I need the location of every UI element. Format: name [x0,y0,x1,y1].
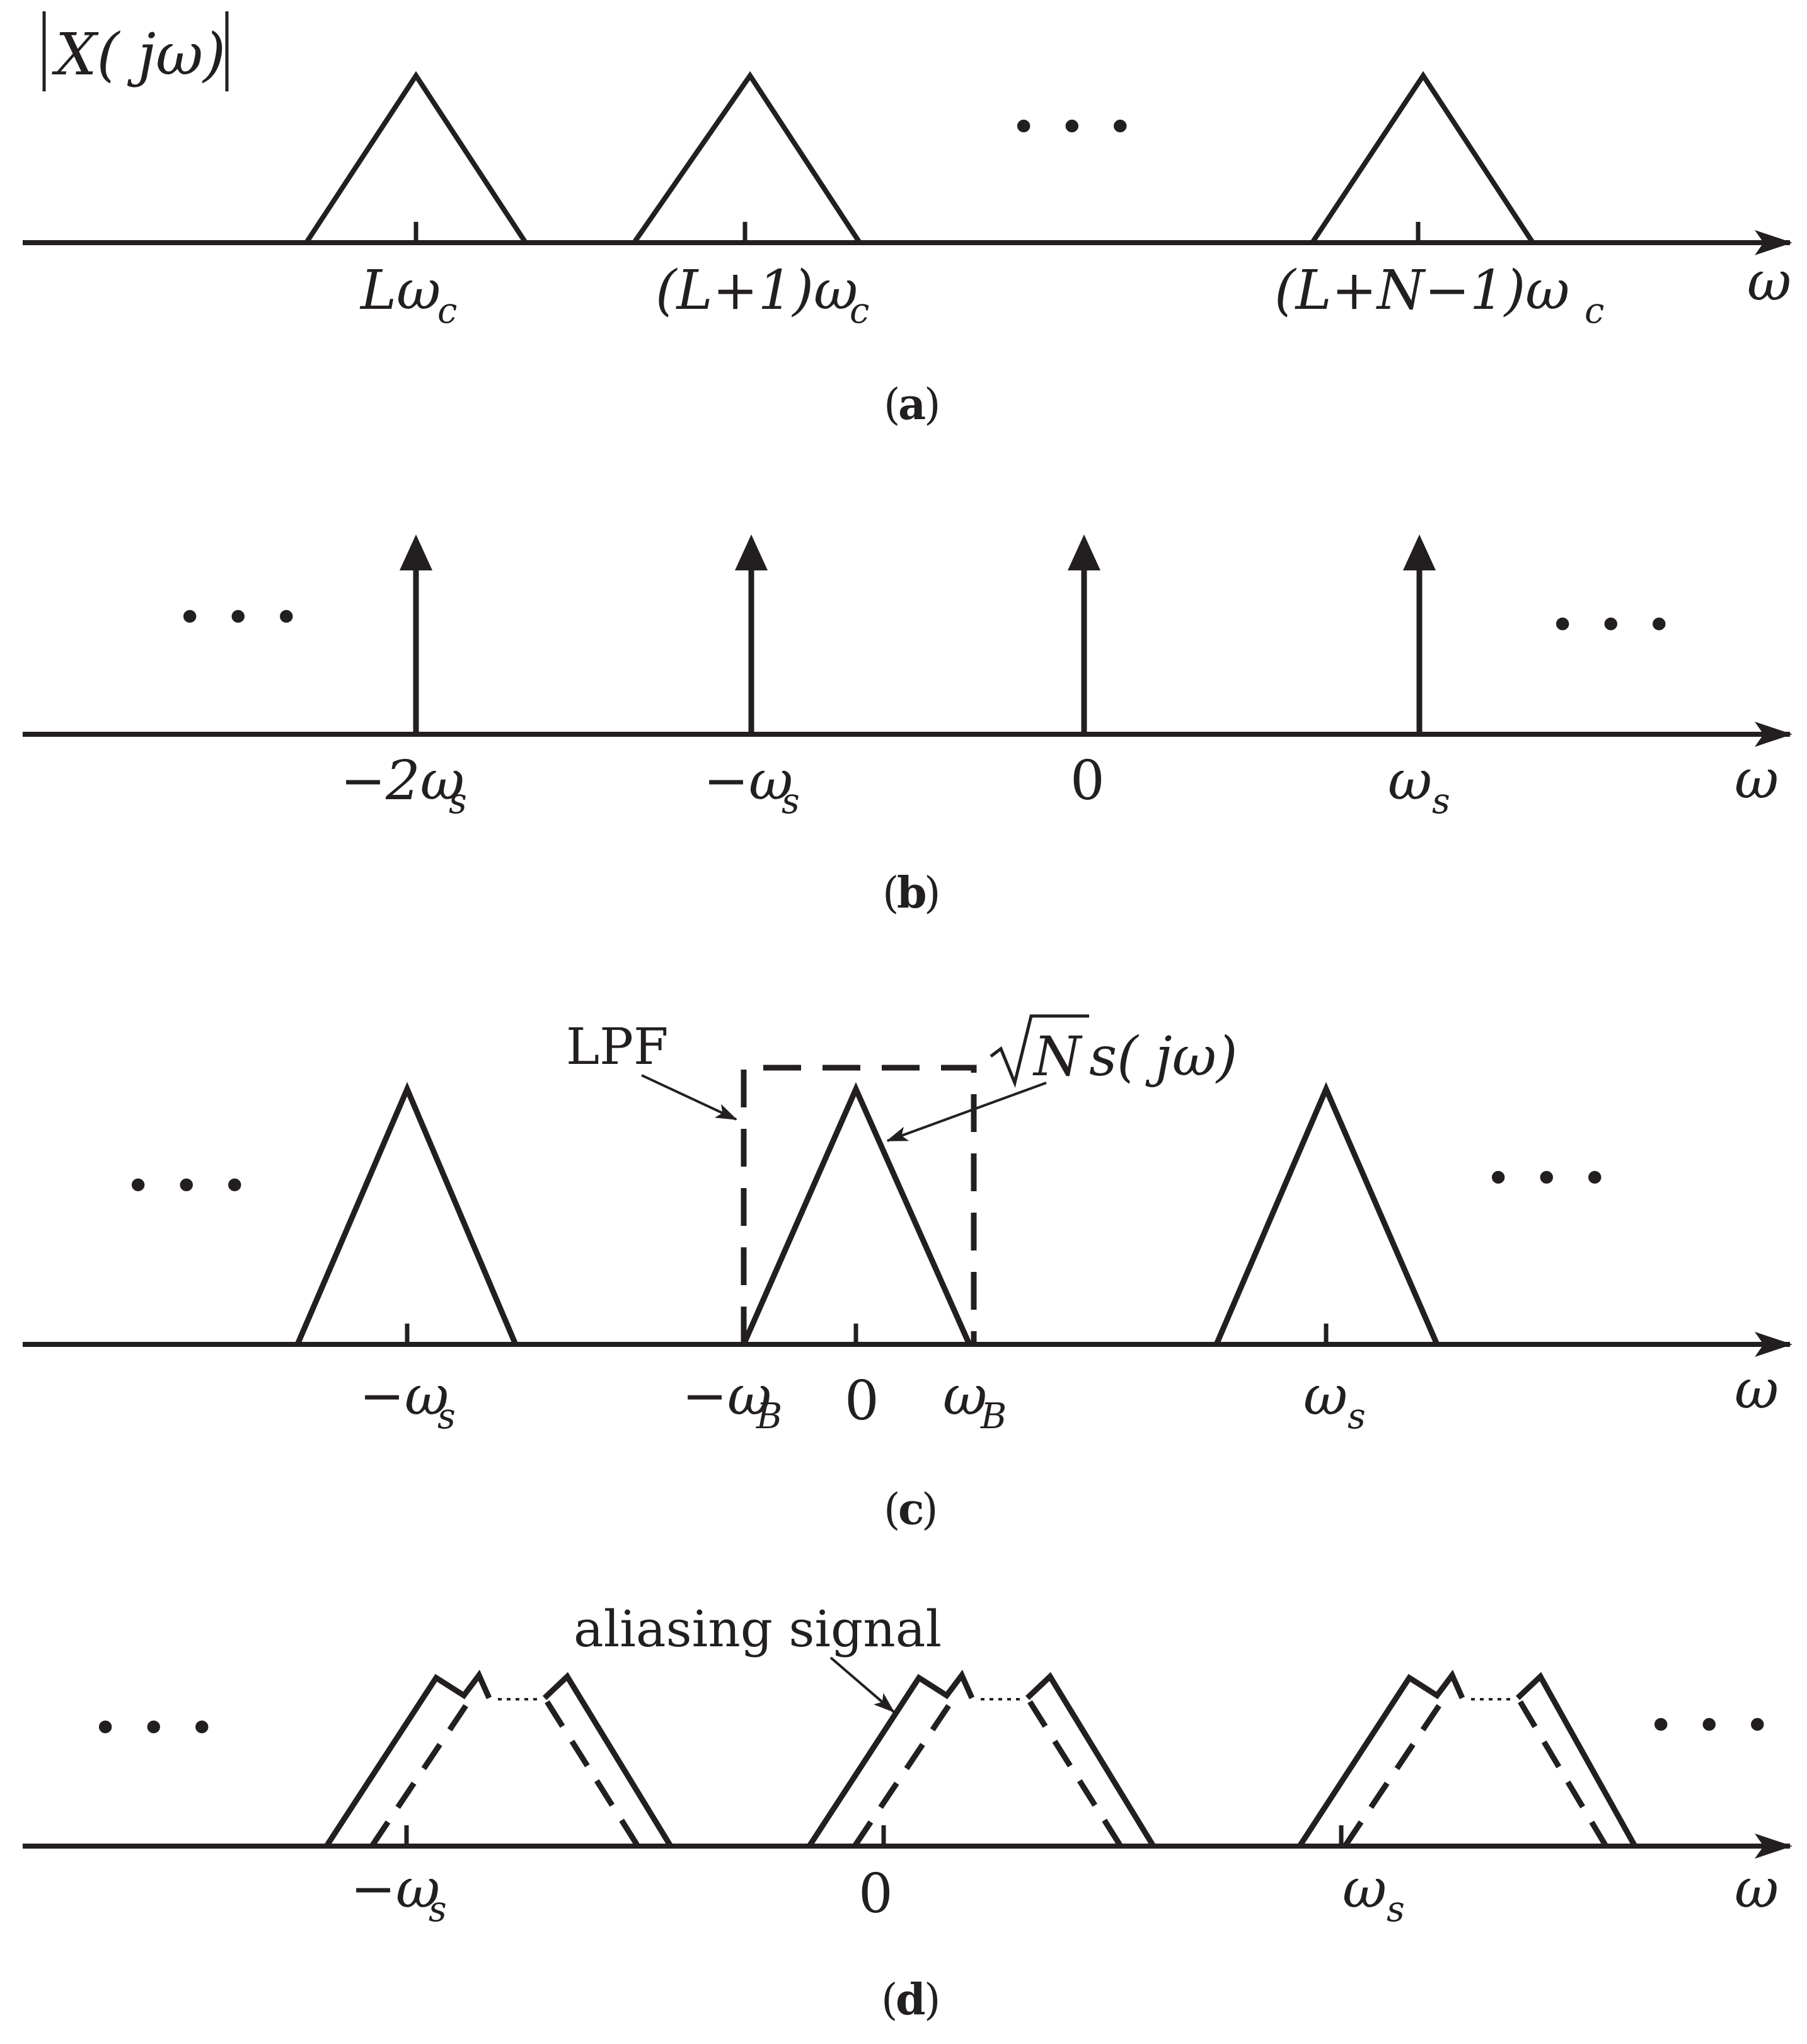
svg-text:s: s [429,1889,447,1930]
panel-a: X( jω) · · · Lω c (L+1)ω c (L+N−1)ω c ω … [23,11,1793,430]
panel-d-ellipsis-right: · · · [1649,1683,1769,1765]
panel-c-spectrum-baseband [741,1082,973,1346]
panel-d-tick-ws: ω s [1342,1857,1405,1930]
svg-text:c: c [850,291,869,332]
svg-text:−ω: −ω [350,1857,440,1920]
panel-d-tick-zero: 0 [858,1862,893,1926]
svg-text:s( jω): s( jω) [1089,1025,1237,1088]
panel-a-ellipsis: · · · [1012,85,1132,166]
panel-c: LPF N s( jω) · · · · · · −ω s −ω B 0 ω B… [23,1014,1793,1535]
panel-b-xlabel: ω [1735,748,1779,811]
panel-b-tick-mws: −ω s [703,749,800,822]
panel-b: · · · · · · −2ω s −ω s 0 ω s ω ( b ) [23,534,1793,918]
svg-text:c: c [1585,291,1604,332]
panel-c-signal-label: N s( jω) [990,1014,1237,1088]
svg-text:): ) [924,869,941,918]
panel-a-tick-lwc: Lω c [359,259,457,332]
panel-c-spectrum-ws [1213,1082,1440,1346]
panel-c-ellipsis-left: · · · [126,1144,246,1225]
svg-text:s: s [1387,1889,1405,1930]
panel-a-caption: ( a ) [884,379,941,430]
svg-text:): ) [924,380,941,430]
panel-c-ellipsis-right: · · · [1486,1136,1607,1218]
panel-b-tick-zero: 0 [1070,749,1105,812]
panel-d-aliased-spectrum-mws [324,1670,673,1848]
svg-text:c: c [898,1484,924,1535]
panel-c-lpf-arrow [641,1074,737,1121]
panel-b-tick-ws: ω s [1388,749,1450,822]
panel-a-tick-l1wc: (L+1)ω c [655,259,869,332]
panel-d-ellipsis-left: · · · [93,1686,214,1767]
panel-c-xlabel: ω [1735,1358,1779,1421]
panel-c-tick-ws: ω s [1303,1365,1366,1437]
panel-b-ellipsis-left: · · · [178,575,298,657]
svg-text:): ) [924,1975,941,2025]
svg-text:c: c [437,291,457,332]
panel-d-aliasing-arrow [829,1656,895,1713]
svg-text:Lω: Lω [359,259,441,322]
svg-text:−ω: −ω [359,1365,449,1428]
svg-text:(L+1)ω: (L+1)ω [655,259,858,322]
panel-b-ellipsis-right: · · · [1550,583,1671,664]
svg-text:s: s [1348,1396,1366,1437]
svg-text:N: N [1032,1025,1083,1088]
svg-text:−ω: −ω [682,1365,771,1428]
panel-b-impulse-mws [735,534,768,734]
svg-text:ω: ω [1303,1365,1348,1428]
svg-text:a: a [898,379,926,430]
panel-a-ylabel: X( jω) [42,11,229,91]
panel-c-tick-mwb: −ω B [682,1365,782,1437]
svg-text:ω: ω [1342,1857,1387,1920]
svg-text:ω: ω [1388,749,1432,812]
panel-c-spectrum-mws [294,1082,519,1346]
panel-d: aliasing signal · · · · · · −ω s 0 ω s ω… [23,1600,1793,2025]
svg-text:ω: ω [943,1365,987,1428]
panel-c-tick-mws: −ω s [359,1365,456,1437]
svg-text:(L+N−1)ω: (L+N−1)ω [1274,259,1569,322]
svg-text:B: B [756,1396,782,1437]
panel-c-signal-arrow [886,1082,1047,1142]
panel-a-spectrum-l1wc [632,71,862,245]
svg-text:d: d [896,1975,926,2025]
panel-d-caption: ( d ) [881,1975,941,2025]
svg-text:(: ( [881,1975,898,2025]
svg-text:−2ω: −2ω [340,749,465,812]
panel-a-tick-ln1wc: (L+N−1)ω c [1274,259,1604,332]
panel-a-spectrum-lwc [304,71,528,245]
panel-c-caption: ( c ) [884,1484,938,1535]
panel-b-impulse-m2ws [400,534,432,734]
panel-d-tick-mws: −ω s [350,1857,447,1930]
panel-d-aliased-spectrum-zero [807,1670,1156,1848]
panel-b-caption: ( b ) [882,868,941,918]
svg-text:−ω: −ω [703,749,793,812]
panel-b-tick-m2ws: −2ω s [340,749,467,822]
panel-c-lpf-box [741,1065,977,1344]
panel-a-spectrum-ln1wc [1310,71,1535,245]
svg-text:s: s [782,781,800,822]
svg-text:(: ( [882,869,899,918]
svg-text:s: s [1432,781,1450,822]
svg-text:(: ( [884,1485,901,1535]
panel-d-aliased-spectrum-ws [1297,1670,1637,1848]
svg-text:): ) [921,1485,938,1535]
panel-d-xlabel: ω [1735,1857,1779,1920]
panel-b-impulse-zero [1068,534,1100,734]
svg-text:s: s [449,781,467,822]
panel-c-lpf-label: LPF [566,1017,668,1076]
panel-b-impulse-ws [1403,534,1436,734]
svg-text:B: B [980,1396,1007,1437]
svg-text:X( jω): X( jω) [52,21,226,88]
panel-d-aliasing-label: aliasing signal [574,1600,942,1658]
svg-text:s: s [437,1396,456,1437]
svg-text:(: ( [884,380,901,430]
panel-c-tick-zero: 0 [845,1370,879,1433]
svg-text:b: b [897,868,927,918]
panel-a-xlabel: ω [1747,250,1791,313]
panel-c-tick-wb: ω B [943,1365,1007,1437]
